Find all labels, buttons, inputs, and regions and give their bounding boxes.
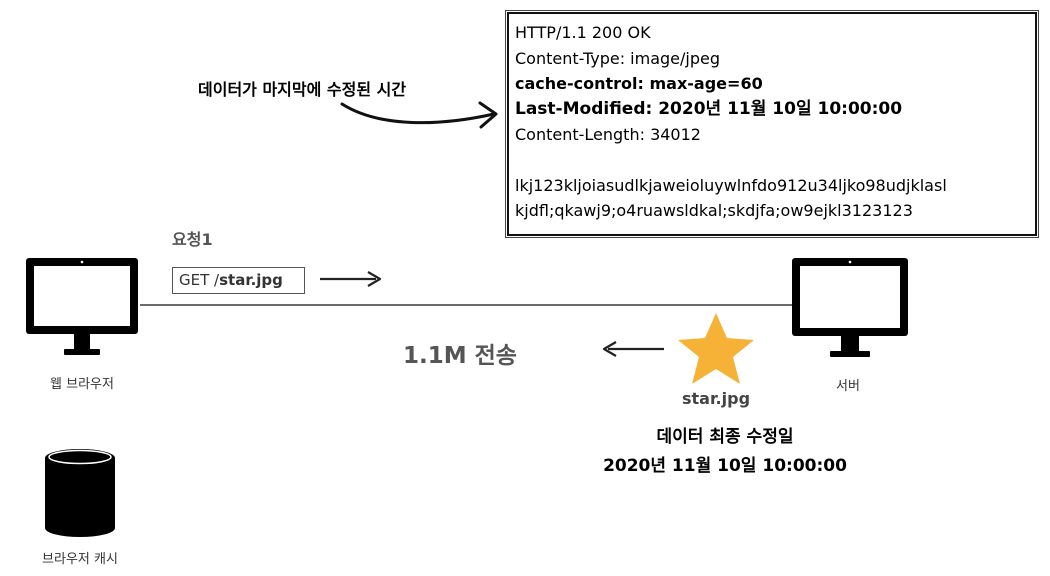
content-length-header: Content-Length: 34012 [515,125,701,144]
last-modified-label: 데이터 최종 수정일 [656,427,794,447]
last-modified-header: Last-Modified: 2020년 11월 10일 10:00:00 [515,98,903,119]
server-monitor-icon [792,258,908,357]
browser-caption: 웹 브라우저 [50,377,114,392]
resource-name: star.jpg [681,389,751,408]
request-label: 요청1 [172,230,213,249]
request-path: star.jpg [219,271,283,289]
content-type-header: Content-Type: image/jpeg [515,48,720,68]
cache-caption: 브라우저 캐시 [42,552,118,567]
server-caption: 서버 [836,379,860,394]
arrow-left-icon [602,341,664,357]
curved-arrow-icon [340,101,498,129]
transfer-label: 1.1M 전송 [403,343,517,369]
modified-annotation: 데이터가 마지막에 수정된 시간 [198,80,407,99]
browser-monitor-icon [26,258,138,355]
status-line: HTTP/1.1 200 OK [515,23,651,42]
arrow-right-icon [320,271,382,287]
star-icon [678,313,754,384]
cache-control-header: cache-control: max-age=60 [515,74,763,93]
request-method: GET / [179,271,220,289]
last-modified-value: 2020년 11월 10일 10:00:00 [603,456,847,476]
request-box: GET /star.jpg [172,267,305,294]
database-icon [45,449,115,537]
http-response-box: HTTP/1.1 200 OK Content-Type: image/jpeg… [505,10,1039,238]
body-line-1: lkj123kljoiasudlkjaweioluywlnfdo912u34lj… [515,175,947,195]
blank-line [515,148,1029,173]
body-line-2: kjdfl;qkawj9;o4ruawsldkal;skdjfa;ow9ejkl… [515,201,913,220]
